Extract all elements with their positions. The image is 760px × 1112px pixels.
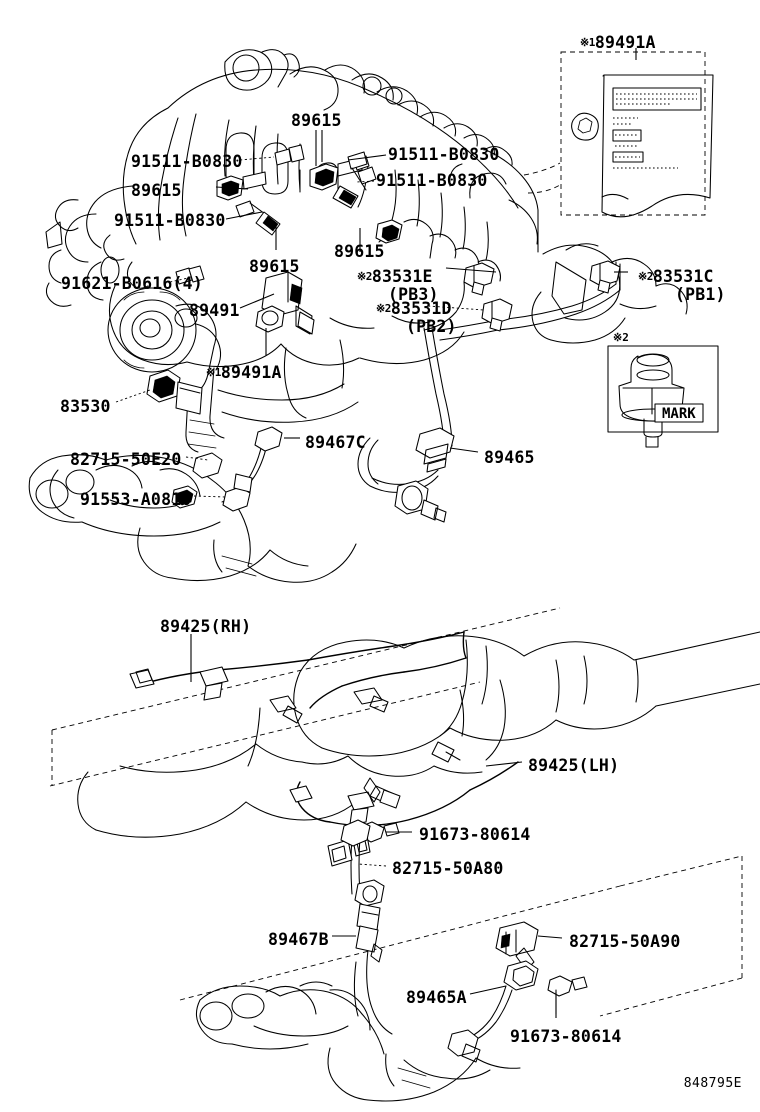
part-label-82715-50E20: 82715-50E20: [70, 450, 182, 469]
engine-fasteners: [146, 144, 621, 415]
inset-boxes: [560, 51, 719, 448]
exhaust-pipes-middle: [49, 607, 760, 857]
part-label-89615-left: 89615: [131, 181, 182, 200]
part-label-82715-50A90: 82715-50A90: [569, 932, 681, 951]
part-label-89425-LH: 89425(LH): [528, 756, 620, 775]
part-label-83531E: ※283531E: [357, 268, 433, 285]
part-label-83531E-suffix: (PB3): [388, 285, 439, 304]
part-label-89491: 89491: [189, 301, 240, 320]
part-label-89615-top: 89615: [291, 111, 342, 130]
part-label-91673-80614-bot: 91673-80614: [510, 1027, 622, 1046]
leader-lines: [115, 48, 637, 1018]
part-label-91553-A0810: 91553-A0810: [80, 490, 192, 509]
part-label-83531C: ※283531C: [638, 268, 714, 285]
part-label-89491A-inset-title: ※189491A: [580, 34, 656, 51]
mark-inset-marker: ※2: [613, 331, 629, 344]
part-label-91511-B0830-b: 91511-B0830: [388, 145, 500, 164]
part-label-83531C-suffix: (PB1): [675, 285, 726, 304]
part-label-91511-B0830-a: 91511-B0830: [131, 152, 243, 171]
part-label-83531D: ※283531D: [376, 300, 452, 317]
part-label-82715-50A80: 82715-50A80: [392, 859, 504, 878]
part-label-89491A: ※189491A: [206, 364, 282, 381]
part-number: 83531C: [652, 267, 714, 286]
sensor-89465: [357, 427, 455, 523]
part-label-89615-mid: 89615: [334, 242, 385, 261]
part-label-89425-RH: 89425(RH): [160, 617, 252, 636]
part-number: 83531D: [390, 299, 452, 318]
diagram-corner-code: 848795E: [683, 1076, 742, 1091]
note-marker: ※1: [580, 36, 595, 49]
part-label-89465A: 89465A: [406, 988, 467, 1007]
part-label-89465: 89465: [484, 448, 535, 467]
part-number: 89491A: [220, 363, 282, 382]
part-label-83531D-suffix: (PB2): [406, 317, 457, 336]
note-marker: ※2: [638, 270, 653, 283]
part-label-91621-B0616: 91621-B0616(4): [61, 274, 203, 293]
note-marker: ※1: [206, 366, 221, 379]
part-number: 83531E: [371, 267, 433, 286]
part-label-89467C: 89467C: [305, 433, 366, 452]
note-marker: ※2: [357, 270, 372, 283]
part-label-91511-B0830-c: 91511-B0830: [376, 171, 488, 190]
exhaust-manifold-left: [28, 426, 357, 583]
exhaust-manifold-bottom: [179, 819, 743, 1102]
part-label-89615-lower: 89615: [249, 257, 300, 276]
mark-caption: MARK: [662, 406, 696, 422]
note-marker: ※2: [376, 302, 391, 315]
part-label-91673-80614-top: 91673-80614: [419, 825, 531, 844]
part-label-83530: 83530: [60, 397, 111, 416]
part-label-91511-B0830-d: 91511-B0830: [114, 211, 226, 230]
part-label-89467B: 89467B: [268, 930, 329, 949]
part-number: 89491A: [594, 33, 656, 52]
